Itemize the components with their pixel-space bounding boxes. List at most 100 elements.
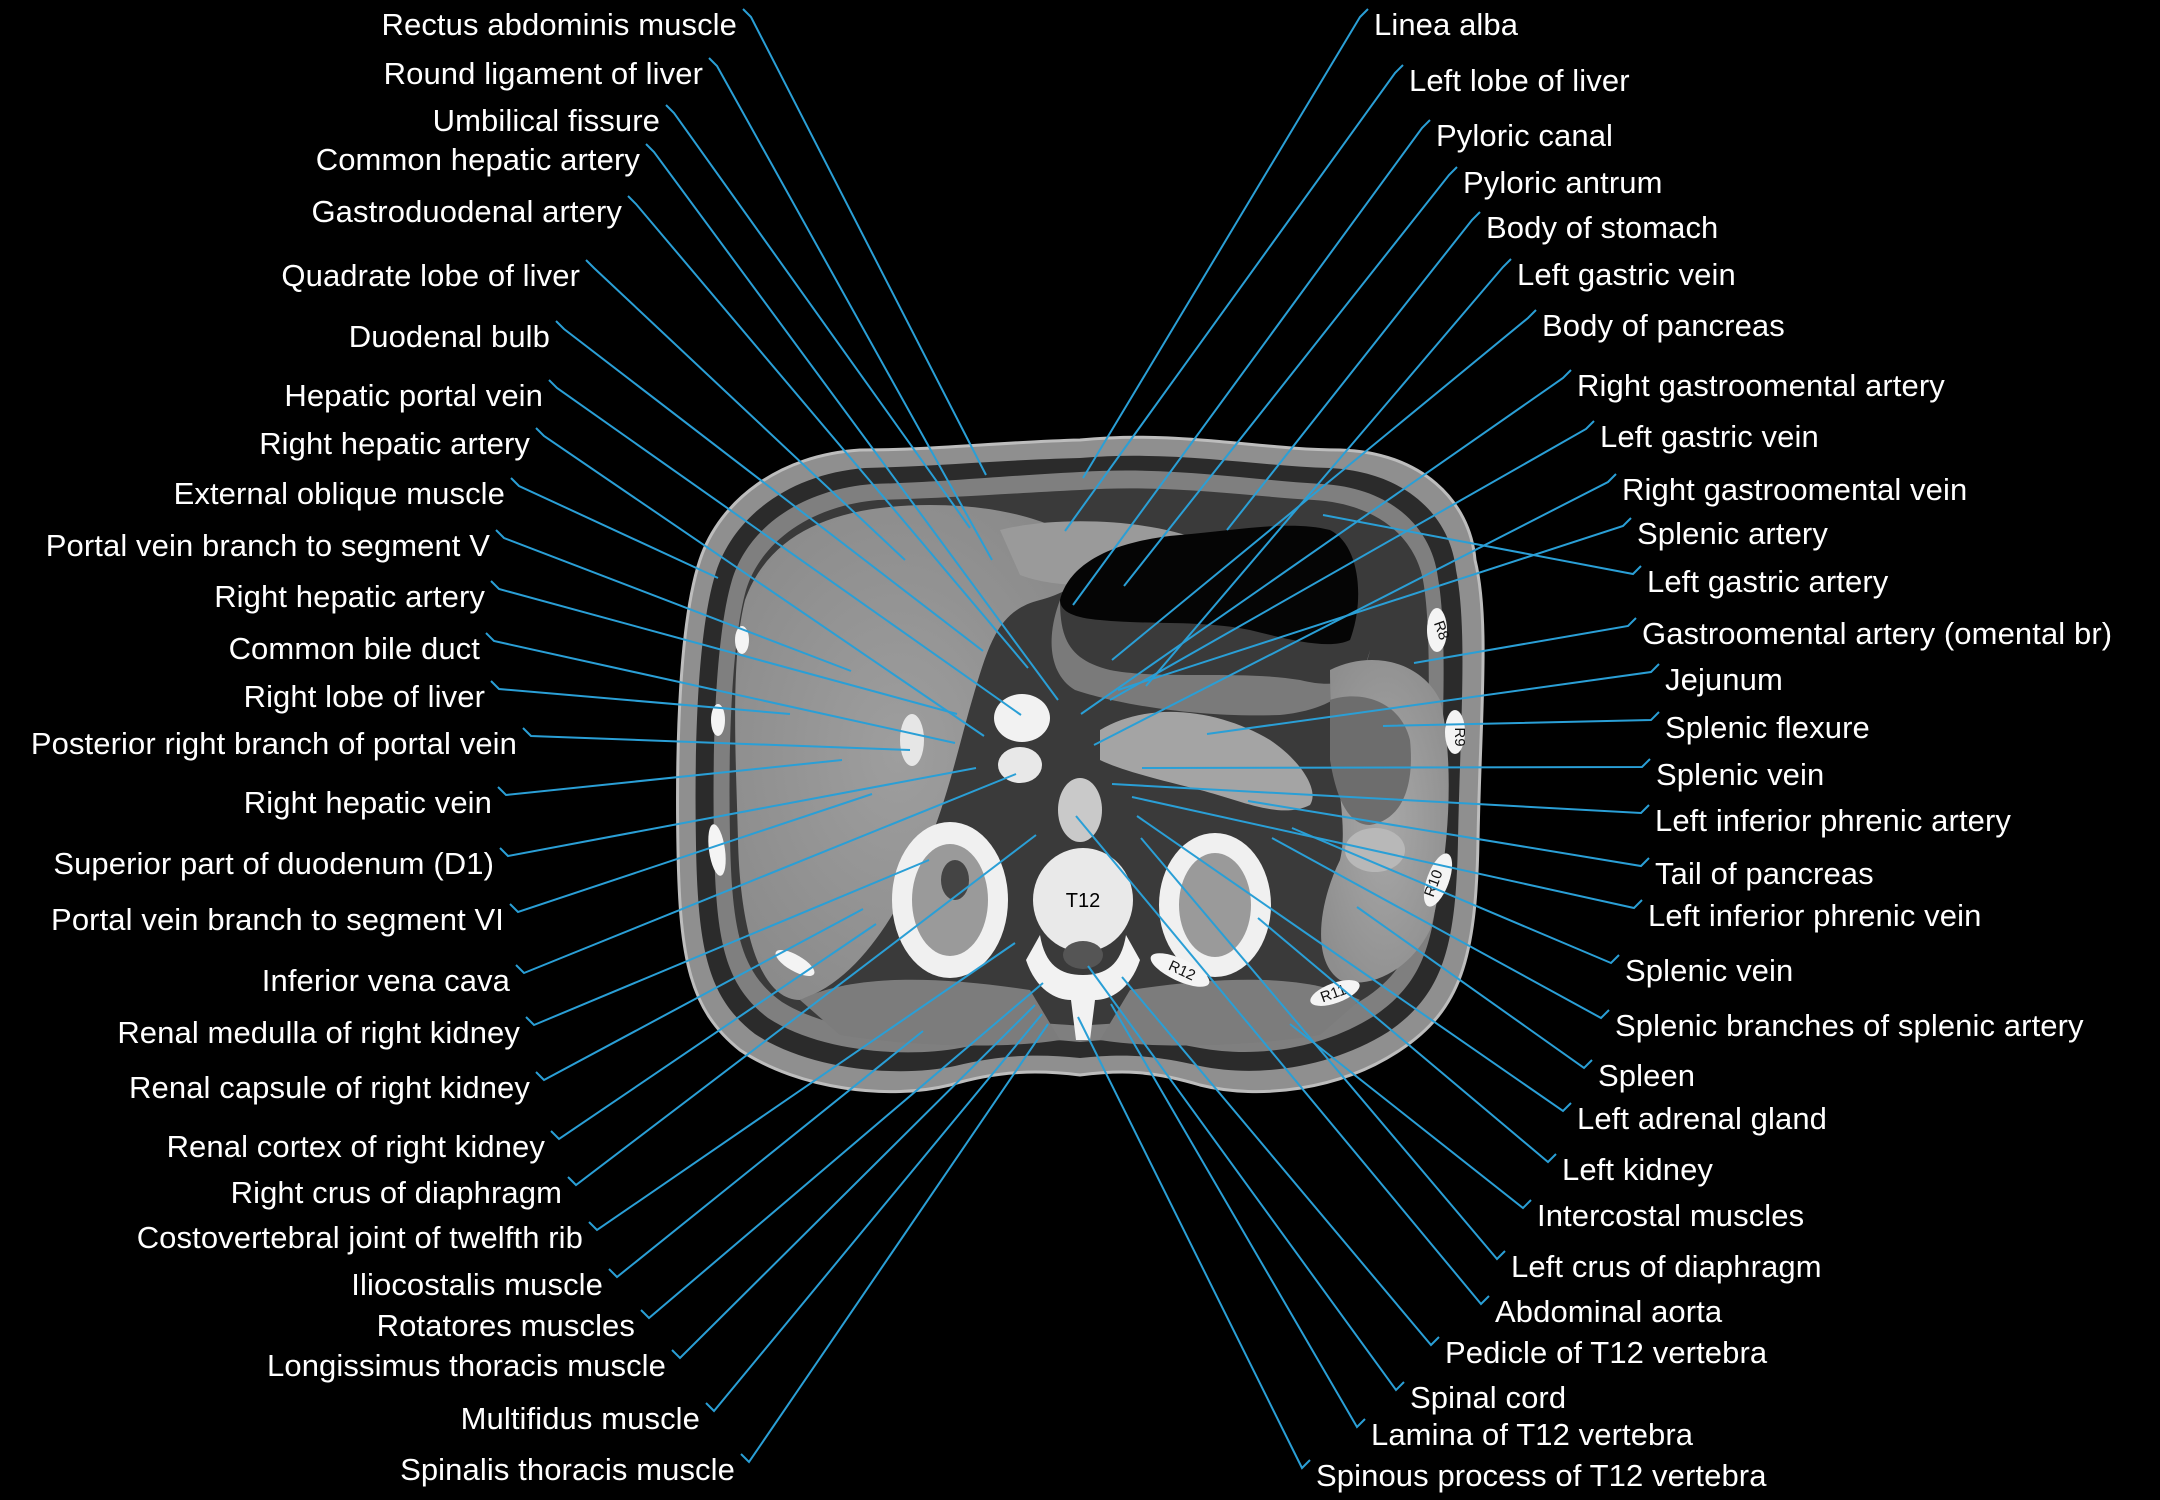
label-splenic-branches-of-splenic-artery: Splenic branches of splenic artery — [1615, 1008, 2084, 1043]
leader-line — [1322, 514, 1642, 576]
paraspinal-muscles-right — [800, 979, 1060, 1046]
label-common-hepatic-artery: Common hepatic artery — [315, 142, 640, 177]
label-iliocostalis-muscle: Iliocostalis muscle — [351, 1267, 603, 1302]
label-right-gastroomental-vein: Right gastroomental vein — [1622, 472, 1968, 507]
label-renal-capsule-of-right-kidney: Renal capsule of right kidney — [129, 1070, 530, 1105]
leader-line — [1247, 800, 1650, 868]
leader-line — [1111, 783, 1650, 815]
label-common-bile-duct: Common bile duct — [228, 631, 480, 666]
leader-line — [627, 195, 1029, 669]
label-pyloric-canal: Pyloric canal — [1436, 118, 1614, 153]
ribs: R8 R9 R10 R11 R12 — [708, 608, 1468, 1006]
leader-line — [1111, 309, 1537, 661]
leader-line — [1121, 976, 1440, 1347]
leader-line — [535, 908, 864, 1082]
label-lamina-of-t12-vertebra: Lamina of T12 vertebra — [1371, 1417, 1694, 1452]
label-splenic-flexure: Splenic flexure — [1665, 710, 1870, 745]
label-inferior-vena-cava: Inferior vena cava — [261, 963, 510, 998]
leader-line — [1141, 758, 1651, 769]
leader-lines — [485, 8, 1660, 1470]
rib-label-r9: R9 — [1451, 727, 1468, 746]
label-portal-vein-branch-to-segment-vi: Portal vein branch to segment VI — [51, 902, 504, 937]
leader-line — [1257, 917, 1557, 1164]
leader-line — [1082, 8, 1369, 479]
leader-line — [1087, 965, 1405, 1392]
label-spleen: Spleen — [1598, 1058, 1696, 1093]
label-left-gastric-vein: Left gastric vein — [1517, 257, 1736, 292]
leader-line — [1080, 369, 1572, 715]
label-round-ligament-of-liver: Round ligament of liver — [383, 56, 703, 91]
leader-line — [567, 834, 1037, 1187]
leader-line — [548, 379, 1022, 716]
label-right-hepatic-vein: Right hepatic vein — [243, 785, 492, 820]
leader-line — [1413, 617, 1637, 664]
label-rectus-abdominis-muscle: Rectus abdominis muscle — [381, 7, 737, 42]
vertebra-label: T12 — [1066, 890, 1100, 912]
label-splenic-artery: Splenic artery — [1637, 516, 1828, 551]
leader-line — [665, 104, 971, 529]
label-right-crus-of-diaphragm: Right crus of diaphragm — [230, 1175, 562, 1210]
leader-line — [640, 982, 1044, 1320]
label-spinous-process-of-t12-vertebra: Spinous process of T12 vertebra — [1316, 1458, 1767, 1493]
label-hepatic-portal-vein: Hepatic portal vein — [284, 378, 543, 413]
label-intercostal-muscles: Intercostal muscles — [1537, 1198, 1805, 1233]
label-multifidus-muscle: Multifidus muscle — [460, 1401, 700, 1436]
leader-line — [1289, 1023, 1532, 1210]
leader-line — [550, 923, 877, 1141]
pancreas — [1100, 711, 1313, 811]
label-left-gastric-artery: Left gastric artery — [1647, 564, 1889, 599]
label-rotatores-muscles: Rotatores muscles — [376, 1308, 635, 1343]
label-left-crus-of-diaphragm: Left crus of diaphragm — [1511, 1249, 1822, 1284]
leader-line — [742, 8, 987, 476]
label-linea-alba: Linea alba — [1374, 7, 1519, 42]
label-splenic-vein: Splenic vein — [1625, 953, 1794, 988]
rib-label-r8: R8 — [1430, 619, 1453, 643]
label-renal-medulla-of-right-kidney: Renal medulla of right kidney — [117, 1015, 520, 1050]
portal-branch — [900, 714, 924, 766]
leader-line — [499, 767, 977, 858]
leader-line — [1291, 827, 1620, 965]
label-jejunum: Jejunum — [1665, 662, 1783, 697]
label-external-oblique-muscle: External oblique muscle — [173, 476, 505, 511]
stomach-air — [1060, 525, 1359, 645]
label-abdominal-aorta: Abdominal aorta — [1495, 1294, 1723, 1329]
leader-line — [1093, 473, 1617, 746]
leader-line — [1140, 837, 1506, 1261]
label-longissimus-thoracis-muscle: Longissimus thoracis muscle — [267, 1348, 666, 1383]
leader-line — [490, 680, 791, 715]
leader-line — [522, 727, 911, 751]
leader-line — [485, 632, 956, 744]
leader-line — [1226, 211, 1481, 531]
label-tail-of-pancreas: Tail of pancreas — [1655, 856, 1874, 891]
leader-line — [1117, 517, 1632, 691]
label-pyloric-antrum: Pyloric antrum — [1463, 165, 1663, 200]
leader-line — [608, 1030, 924, 1279]
leader-line — [1136, 815, 1572, 1113]
leader-line — [497, 759, 843, 797]
leader-line — [740, 1023, 1049, 1464]
leader-line — [1271, 837, 1610, 1020]
leader-line — [1145, 258, 1512, 687]
leader-line — [1110, 1003, 1366, 1429]
leader-line — [588, 942, 1016, 1232]
label-body-of-pancreas: Body of pancreas — [1542, 308, 1785, 343]
leader-line — [1356, 906, 1593, 1070]
label-body-of-stomach: Body of stomach — [1486, 210, 1719, 245]
label-quadrate-lobe-of-liver: Quadrate lobe of liver — [281, 258, 580, 293]
leader-line — [1109, 420, 1595, 701]
label-gastroomental-artery-omental-br: Gastroomental artery (omental br) — [1642, 616, 2113, 651]
label-renal-cortex-of-right-kidney: Renal cortex of right kidney — [166, 1129, 545, 1164]
label-right-hepatic-artery: Right hepatic artery — [259, 426, 530, 461]
spinal-cord — [1063, 941, 1103, 969]
label-superior-part-of-duodenum-d1: Superior part of duodenum (D1) — [53, 846, 494, 881]
leader-line — [585, 259, 906, 561]
leader-line — [1206, 663, 1660, 735]
leader-line — [1064, 64, 1404, 532]
label-duodenal-bulb: Duodenal bulb — [348, 319, 550, 354]
leader-line — [1075, 815, 1490, 1306]
label-left-inferior-phrenic-vein: Left inferior phrenic vein — [1648, 898, 1982, 933]
label-left-kidney: Left kidney — [1562, 1152, 1714, 1187]
leader-line — [1123, 166, 1458, 587]
